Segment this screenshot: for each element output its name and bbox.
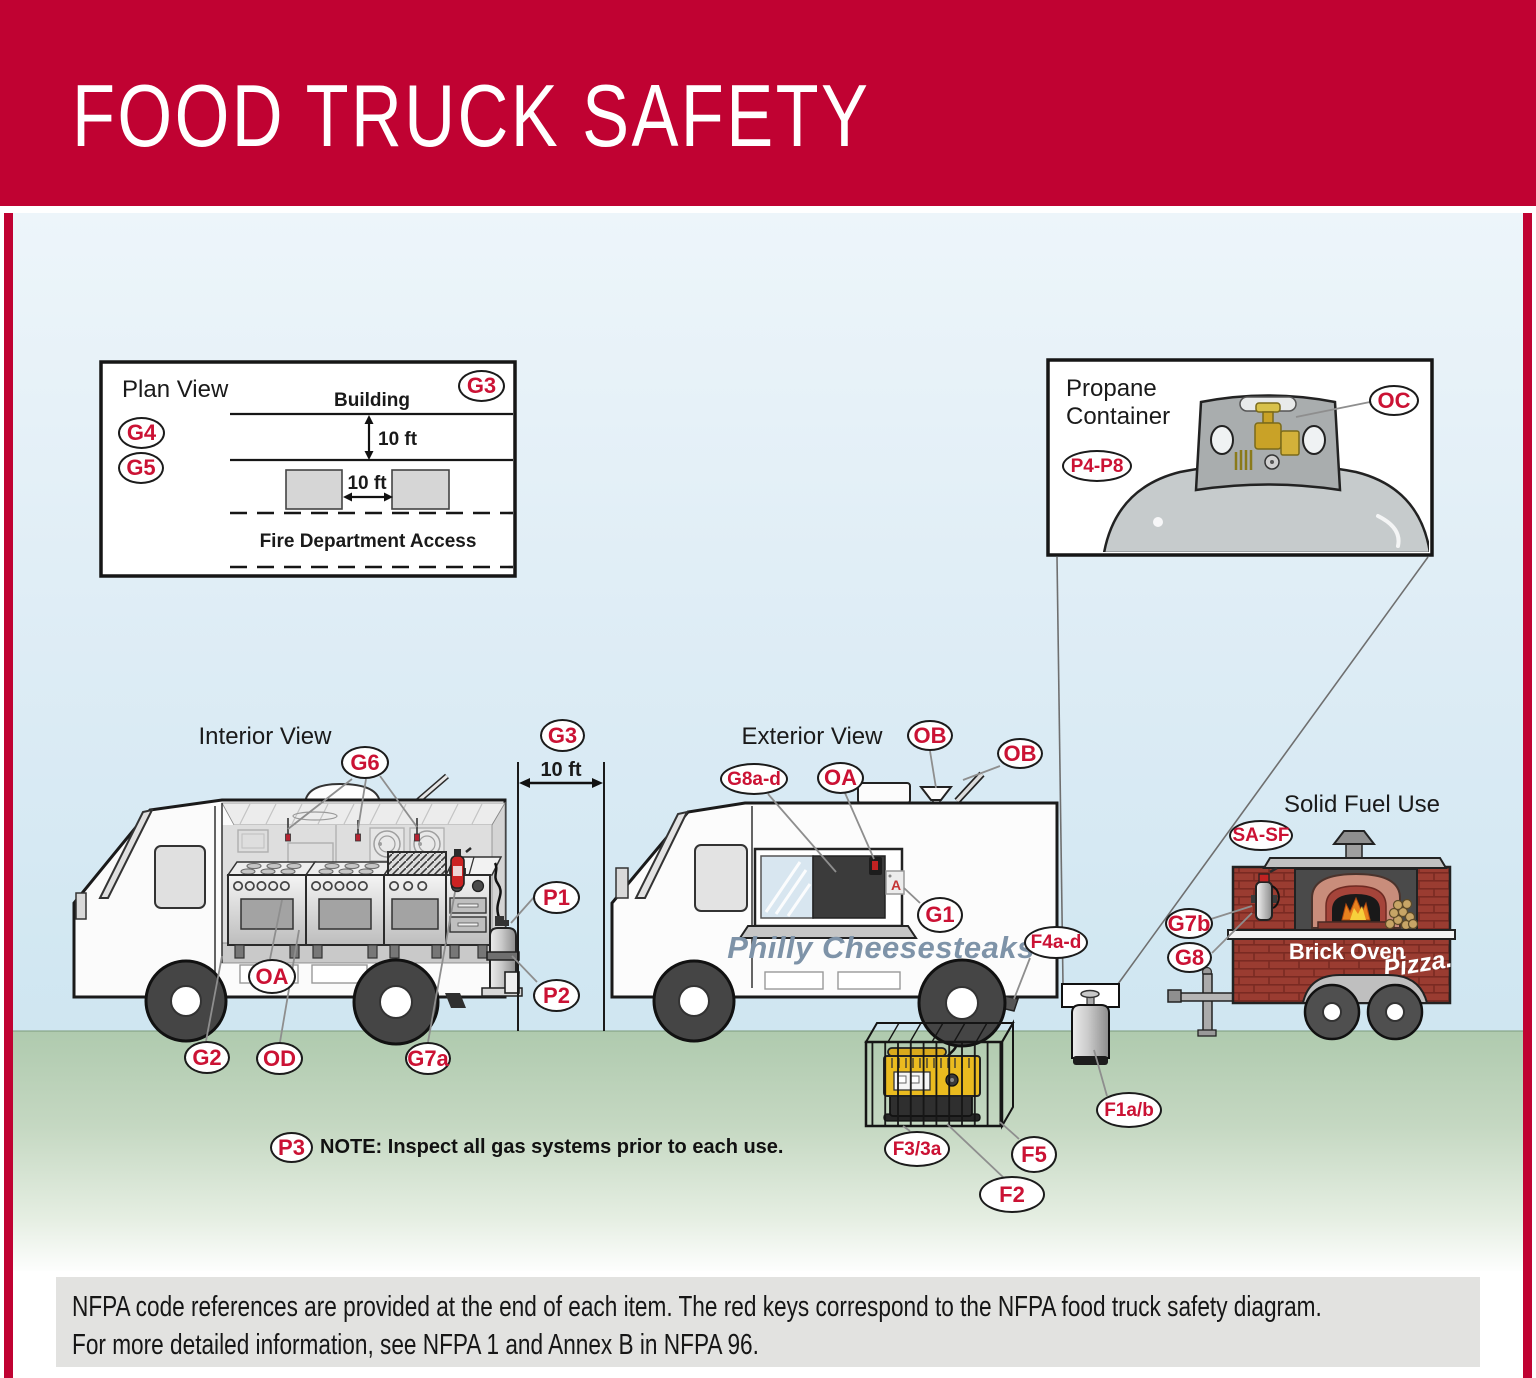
building-gap-label: 10 ft: [378, 429, 418, 450]
roof-exhaust-pipe: [954, 771, 985, 804]
plan-view-inset: Plan View Building 10 ft 10 ft Fire Depa…: [99, 360, 517, 578]
truck-gap-arrow: [343, 492, 393, 502]
left-red-border: [4, 213, 13, 1378]
key-g3-plan: G3: [458, 370, 505, 402]
solid-fuel-trailer-illustration: Solid Fuel Use: [1167, 791, 1456, 1041]
generator-illustration: [864, 1019, 1015, 1130]
roof-vent-funnel: [918, 786, 954, 805]
footer-reference-text: NFPA code references are provided at the…: [72, 1288, 1322, 1364]
key-g8a-d: G8a-d: [720, 763, 788, 795]
key-p1: P1: [533, 881, 580, 914]
trailer-fire-extinguisher-icon: [1251, 866, 1280, 921]
separation-dimension: 10 ft: [517, 759, 605, 1031]
propane-cylinder-illustration: [1061, 983, 1120, 1065]
key-ob-roof: OB: [907, 720, 953, 751]
plan-truck-1: [285, 469, 343, 510]
propane-title-line1: Propane: [1066, 375, 1157, 402]
propane-tank-illustration: [1102, 394, 1429, 552]
header-banner: FOOD TRUCK SAFETY: [0, 0, 1536, 206]
solid-fuel-title: Solid Fuel Use: [1284, 791, 1440, 818]
key-g4: G4: [118, 417, 165, 449]
trailer-sign-line1: Brick Oven: [1289, 939, 1405, 964]
key-g8: G8: [1167, 942, 1212, 973]
key-g1: G1: [917, 897, 963, 933]
key-f4a-d: F4a-d: [1024, 926, 1088, 959]
footer-box: NFPA code references are provided at the…: [56, 1277, 1480, 1367]
page-title: FOOD TRUCK SAFETY: [72, 66, 871, 165]
key-p3: P3: [270, 1132, 313, 1163]
key-oa-interior: OA: [248, 959, 296, 994]
interior-view-title: Interior View: [199, 723, 333, 750]
key-g5: G5: [118, 452, 164, 484]
key-od: OD: [256, 1042, 303, 1075]
interior-truck-illustration: Interior View: [72, 723, 523, 1046]
sign-letter: A: [891, 877, 901, 893]
key-g7b: G7b: [1165, 908, 1213, 939]
leader-lines: [205, 401, 1371, 1179]
fire-extinguisher-icon: [449, 847, 472, 889]
key-g7a: G7a: [405, 1042, 451, 1075]
key-g2: G2: [184, 1041, 230, 1074]
footer-line-2: For more detailed information, see NFPA …: [72, 1329, 759, 1361]
plan-truck-2: [391, 469, 450, 510]
exterior-truck-illustration: Exterior View: [610, 723, 1059, 1063]
gas-shutoff-device-icon: [869, 857, 882, 875]
plan-view-title: Plan View: [122, 376, 229, 403]
truck-name-sign: Philly Cheesesteaks: [727, 930, 1035, 965]
key-f5: F5: [1011, 1136, 1057, 1173]
exterior-truck-wheels: [652, 958, 1007, 1048]
key-f2: F2: [979, 1176, 1045, 1213]
gas-inspection-note: NOTE: Inspect all gas systems prior to e…: [320, 1136, 784, 1158]
key-p2: P2: [533, 979, 580, 1012]
building-gap-arrow: [364, 415, 374, 460]
key-g3-separation: G3: [540, 719, 585, 752]
zoom-line-left: [1056, 556, 1064, 985]
footer-line-1: NFPA code references are provided at the…: [72, 1291, 1322, 1323]
building-label: Building: [334, 390, 410, 411]
generator-cage: [864, 1019, 1015, 1130]
extinguisher-sign: A: [885, 870, 905, 895]
key-f1a-b: F1a/b: [1096, 1092, 1162, 1128]
key-oc: OC: [1369, 385, 1419, 416]
exterior-view-title: Exterior View: [742, 723, 884, 750]
roof-hood-housing: [857, 782, 911, 804]
truck-gap-label: 10 ft: [347, 473, 387, 494]
key-g6: G6: [341, 746, 389, 779]
fire-department-access-label: Fire Department Access: [260, 531, 477, 552]
propane-title-line2: Container: [1066, 403, 1170, 430]
interior-truck-wheels: [144, 958, 440, 1046]
key-oa-exterior: OA: [817, 762, 864, 794]
key-p4-p8: P4-P8: [1062, 450, 1132, 482]
separation-distance-label: 10 ft: [540, 759, 581, 781]
key-ob-pipe: OB: [997, 738, 1043, 769]
firewood-pile: [1384, 898, 1419, 931]
right-red-border: [1523, 213, 1532, 1378]
key-sa-sf: SA-SF: [1229, 820, 1293, 851]
serving-window: [738, 847, 918, 939]
key-f3-3a: F3/3a: [884, 1131, 950, 1167]
